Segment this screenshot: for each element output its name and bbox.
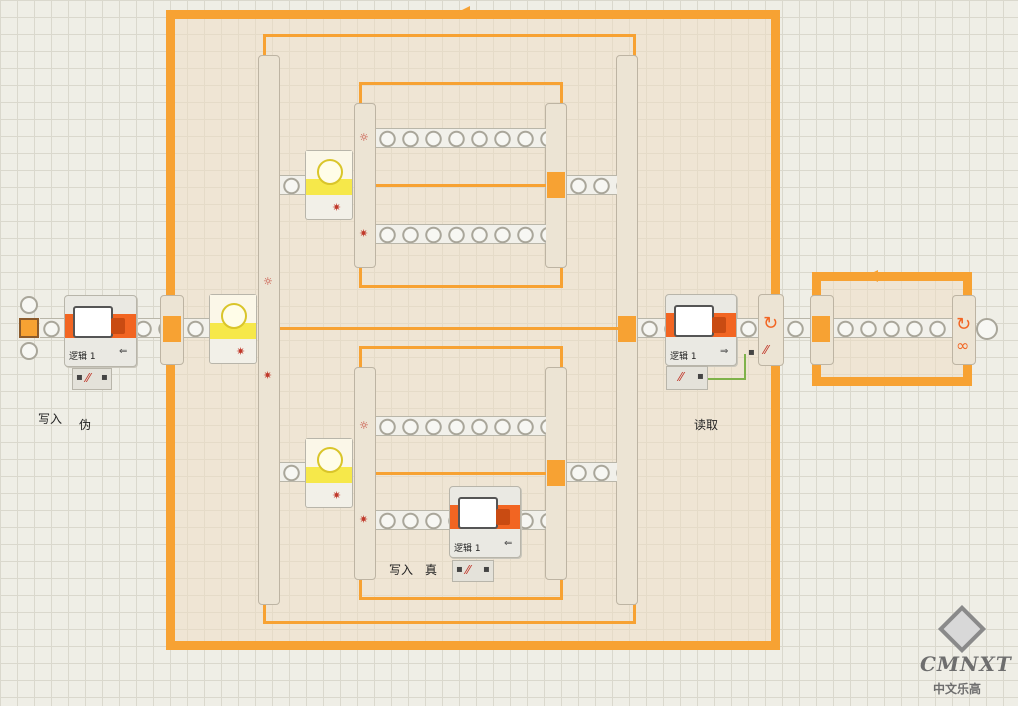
dark-icon: ✷ [359,513,369,526]
upper-beam-exit [567,175,617,195]
variable-block-write-true[interactable]: 逻辑 1 ⇐ [449,486,521,558]
lower-switch-left-column [354,367,376,580]
sequence-beam-after-switch [638,318,668,338]
outer-switch-left-column [258,55,280,605]
condition-wire-lower [376,472,546,475]
outer-switch-right-column [616,55,638,605]
logo-subtitle: 中文乐高 [933,682,982,696]
light-sensor-switch-lower[interactable]: ✷ [305,438,353,508]
variable-name: 逻辑 1 [670,352,697,362]
logo-text: CMNXT [920,652,1012,676]
loop-entry-connector [160,295,184,365]
variable-plug-bottom: ▪ ⁄⁄ ▪ [452,560,494,582]
light-sensor-icon [221,303,247,329]
infinite-loop-start [810,295,834,365]
dark-icon: ✷ [359,227,369,240]
upper-beam-top [376,128,546,148]
read-icon: ⇒ [720,346,729,357]
start-icon[interactable] [19,318,39,338]
briefcase-icon [73,306,113,338]
label-read: 读取 [694,418,719,432]
label-write: 写入 [389,563,414,577]
lower-switch-right-column [545,367,567,580]
variable-block-read[interactable]: 逻辑 1 ⇒ [665,294,737,366]
light-sensor-switch-outer[interactable]: ✷ [209,294,257,364]
sequence-beam-right [784,318,814,338]
upper-switch-left-column [354,103,376,268]
upper-beam-bottom [376,224,546,244]
write-icon: ⇐ [119,346,128,357]
light-sensor-switch-upper[interactable]: ✷ [305,150,353,220]
sequence-beam-to-loop-end [737,318,763,338]
logic-plug-icon: ⁄⁄ [466,563,471,577]
bright-icon: ☼ [359,131,369,144]
upper-switch-right-column [545,103,567,268]
data-hub-plug: ▪ [748,347,755,358]
infinite-loop-beam [834,318,954,338]
settings-icon: ✷ [236,345,246,358]
sequence-beam-loop [184,318,216,338]
bright-icon: ☼ [359,419,369,432]
settings-icon: ✷ [332,201,342,214]
infinity-icon: ∞ [956,336,970,355]
logic-plug-icon: ⁄⁄ [679,370,684,384]
condition-wire-outer [280,327,618,330]
variable-name: 逻辑 1 [454,544,481,554]
loop-arrow-icon [458,6,470,18]
label-write: 写入 [38,412,63,426]
write-icon: ⇐ [504,538,513,549]
logic-condition-icon: ⁄⁄ [764,343,769,357]
cmnxt-logo-mark [937,604,987,654]
variable-name: 逻辑 1 [69,352,96,362]
variable-block-write-false[interactable]: 逻辑 1 ⇐ [64,295,137,367]
light-sensor-icon [317,159,343,185]
data-wire-logic-vertical [744,354,746,380]
infinite-loop-end[interactable]: ↻ ∞ [952,295,976,365]
loop-end-block[interactable]: ↻ ⁄⁄ [758,294,784,366]
dark-icon: ✷ [263,369,273,382]
upper-beam-entry [280,175,310,195]
label-false: 伪 [79,418,92,432]
condition-wire-upper [376,184,546,187]
label-true: 真 [425,563,438,577]
lower-beam-top [376,416,546,436]
bright-icon: ☼ [263,275,273,288]
lower-beam-exit [567,462,617,482]
data-wire-logic [708,378,746,380]
variable-plug-left: ▪ ⁄⁄ ▪ [72,368,112,390]
lower-beam-entry [280,462,310,482]
light-sensor-icon [317,447,343,473]
settings-icon: ✷ [332,489,342,502]
variable-plug-right: ⁄⁄ ▪ [666,366,708,390]
loop-refresh-icon: ↻ [956,314,972,335]
sequence-end-connector [976,318,998,340]
briefcase-icon [458,497,498,529]
logic-plug-icon: ⁄⁄ [86,371,91,385]
loop-arrow-icon [866,270,878,282]
loop-refresh-icon: ↻ [763,313,779,334]
briefcase-icon [674,305,714,337]
start-connector [18,294,40,364]
